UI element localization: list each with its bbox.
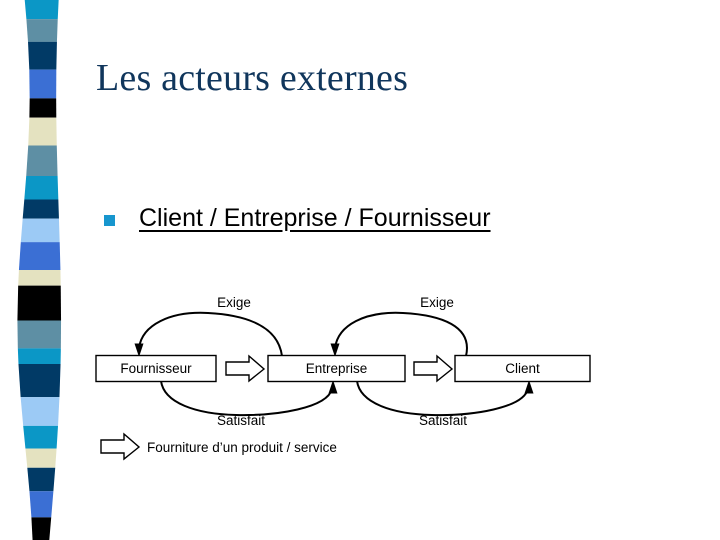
stripe-band-11 [18,270,61,286]
arc-satisfait-right-arrowhead [524,380,534,394]
bullet-row: Client / Entreprise / Fournisseur [104,203,491,233]
arc-label-exige-left: Exige [217,295,251,310]
stripe-band-7 [24,175,59,200]
box-client[interactable] [454,354,591,383]
square-bullet-icon [104,214,115,226]
arc-exige-right-arrowhead [330,343,340,357]
page-title: Les acteurs externes [96,57,409,99]
stripe-band-0 [24,0,59,20]
box-label-client: Client [505,361,540,376]
arc-exige-right [334,311,468,357]
stripe-band-1 [26,19,58,42]
arc-satisfait-right [356,380,529,417]
stripe-band-19 [27,467,56,492]
stripe-band-5 [28,117,57,146]
stripe-band-9 [20,218,60,243]
stripe-band-21 [31,517,52,540]
arc-exige-left [138,311,283,357]
stripe-band-12 [17,285,62,321]
stripe-band-15 [18,364,61,398]
stripe-band-3 [29,69,57,99]
arc-label-exige-right: Exige [420,295,454,310]
stripe-bands [17,0,62,540]
stripe-band-17 [23,425,59,449]
stripe-band-18 [25,448,57,468]
arc-exige-left-arrowhead [134,343,144,357]
decorative-stripe [0,0,80,540]
box-label-entreprise: Entreprise [306,361,368,376]
stripe-band-13 [17,320,62,349]
arc-label-satisfait-right: Satisfait [419,413,467,428]
box-label-fournisseur: Fournisseur [120,361,192,376]
block-arrow-right-icon-flow-1 [225,354,266,383]
stripe-band-6 [26,145,58,176]
box-fournisseur[interactable] [95,354,217,383]
stripe-band-16 [20,397,60,426]
stripe-band-4 [29,98,57,118]
bullet-text: Client / Entreprise / Fournisseur [139,204,491,232]
arc-label-satisfait-left: Satisfait [217,413,265,428]
stripe-band-8 [22,199,59,219]
stripe-band-10 [18,242,61,270]
arc-satisfait-left-arrowhead [328,380,338,394]
stripe-band-20 [29,491,54,518]
legend-label: Fourniture d’un produit / service [147,440,337,455]
stripe-band-14 [17,348,61,365]
stripe-band-2 [28,41,57,70]
box-entreprise[interactable] [267,354,406,383]
arc-satisfait-left [160,380,333,417]
block-arrow-right-icon-legend [100,432,141,461]
block-arrow-right-icon-flow-2 [413,354,454,383]
